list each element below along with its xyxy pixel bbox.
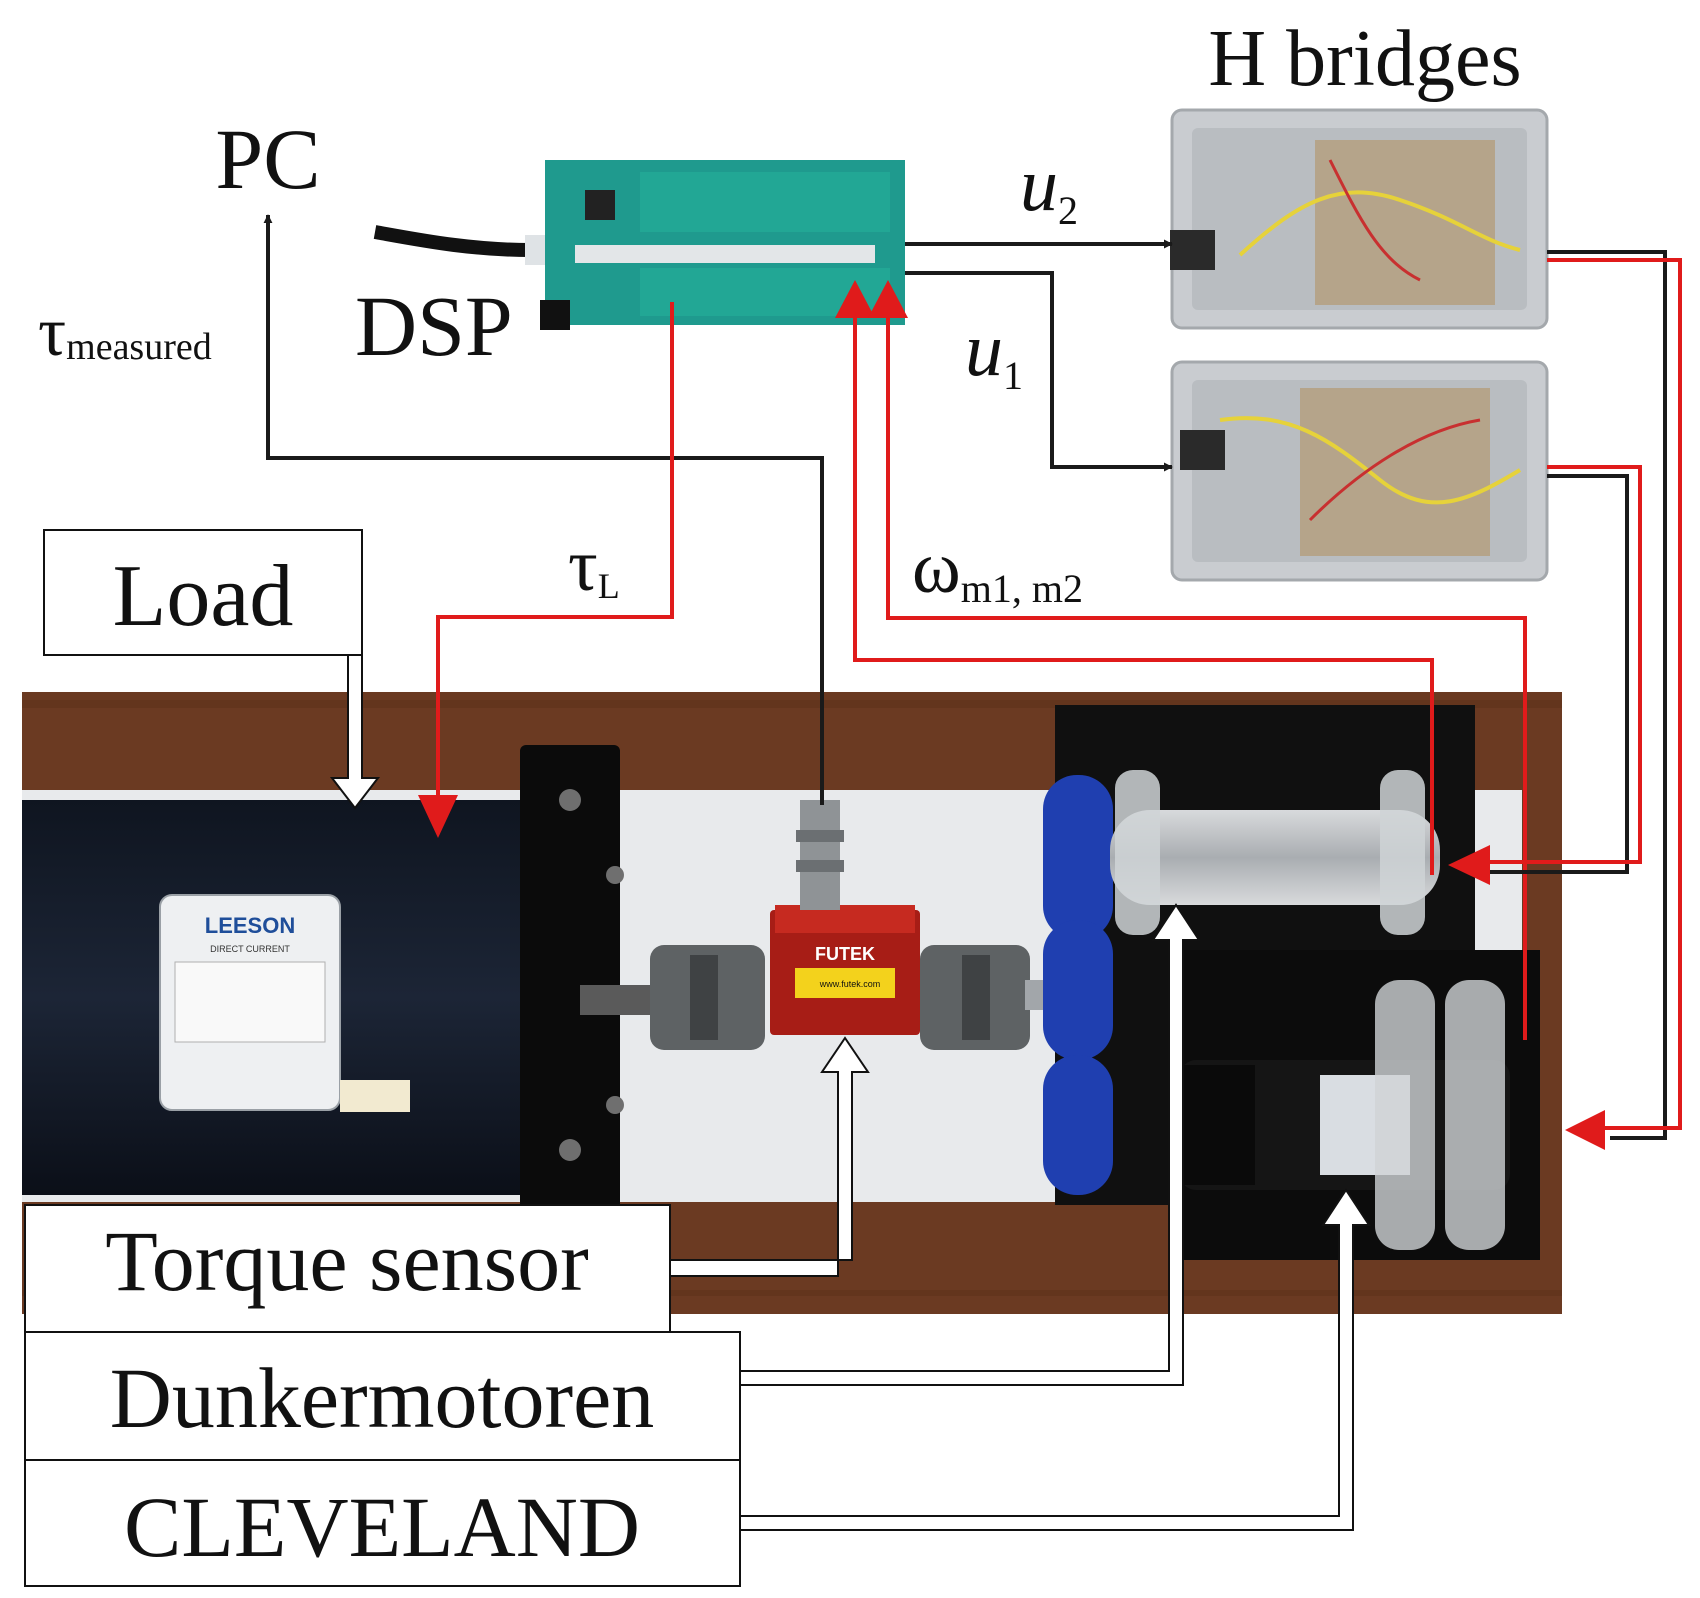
wood-grain-2 xyxy=(22,1290,1562,1296)
h-bridge-pcb xyxy=(1315,140,1495,305)
dsp-header-strip xyxy=(575,245,875,263)
omega-m2-line xyxy=(886,318,1527,1040)
leeson-shaft xyxy=(580,985,660,1015)
h-bridge-wires xyxy=(1238,190,1521,257)
h-bridge-bottom xyxy=(1170,360,1549,582)
tau-l-subscript: L xyxy=(598,566,620,606)
h-bridge-wires-red xyxy=(1328,159,1421,282)
flange-bolt xyxy=(559,1139,581,1161)
u2-symbol: u xyxy=(1020,143,1058,227)
cleveland-clamp-left xyxy=(1375,980,1435,1250)
torque-callout-arrow xyxy=(669,1036,870,1277)
sensor-connector xyxy=(800,800,840,910)
dunkermotoren-label-box xyxy=(24,1331,741,1461)
dunker-motor-body xyxy=(1110,810,1440,905)
hbridge-bottom-power-black xyxy=(1480,474,1629,874)
dsp-label: DSP xyxy=(355,278,513,374)
tau-l-arrowhead xyxy=(418,795,458,838)
leeson-subtitle: DIRECT CURRENT xyxy=(210,944,290,954)
tau-measured-label: τmeasured xyxy=(38,294,212,371)
gear-bottom xyxy=(1043,1055,1113,1195)
flange-bolt xyxy=(559,789,581,811)
h-bridge-wires xyxy=(1219,416,1522,505)
leeson-brand: LEESON xyxy=(205,913,295,938)
tau-l-symbol: τ xyxy=(568,525,598,607)
flange-bolt xyxy=(606,1096,624,1114)
omega-label: ωm1, m2 xyxy=(912,527,1083,611)
leeson-flange xyxy=(520,745,620,1215)
test-bench-photo: LEESON DIRECT CURRENT FUTEK www.futek.co… xyxy=(22,692,1562,1314)
cleveland-clamp-right xyxy=(1445,980,1505,1250)
dunker-power-arrowhead xyxy=(1448,845,1490,885)
nameplate-field xyxy=(174,961,326,1043)
wood-grain-1 xyxy=(22,700,1562,708)
cleveland-power-arrowhead xyxy=(1565,1110,1605,1150)
dunker-callout-arrow xyxy=(739,903,1201,1386)
h-bridges-title: H bridges xyxy=(1208,15,1521,103)
load-label: Load xyxy=(113,548,294,645)
coupling-right-jaw xyxy=(962,955,990,1040)
omega-m1-arrowhead xyxy=(835,280,875,318)
cleveland-endcap xyxy=(1180,1065,1255,1185)
dunkermotoren-label: Dunkermotoren xyxy=(110,1350,655,1446)
dsp-proto-area xyxy=(640,172,890,232)
torque-sensor-top xyxy=(775,905,915,933)
omega-subscript: m1, m2 xyxy=(961,566,1083,611)
u2-label: u2 xyxy=(1020,143,1078,233)
dunker-clamp-right xyxy=(1380,770,1425,935)
sensor-connector-ring xyxy=(796,860,844,872)
coupling-left-jaw xyxy=(690,955,718,1040)
u1-line xyxy=(905,271,1173,472)
tau-measured-symbol: τ xyxy=(38,294,66,371)
h-bridge-terminal xyxy=(1180,430,1225,470)
h-bridge-pcb xyxy=(1300,388,1490,556)
futek-brand: FUTEK xyxy=(815,944,875,964)
load-callout-arrow xyxy=(329,652,381,810)
u1-symbol: u xyxy=(965,308,1003,392)
h-bridge-wires-red xyxy=(1308,418,1481,522)
cleveland-label-box xyxy=(24,1459,741,1587)
dunker-clamp-left xyxy=(1115,770,1160,935)
cleveland-callout-arrow xyxy=(739,1188,1371,1531)
nameplate-sticker xyxy=(340,1080,410,1112)
futek-label-yellow xyxy=(795,968,895,998)
omega-m1-line xyxy=(853,318,1434,875)
flange-bolt xyxy=(606,866,624,884)
h-bridge-top xyxy=(1170,108,1549,330)
sensor-connector-ring xyxy=(796,830,844,842)
u2-subscript: 2 xyxy=(1058,188,1078,233)
dsp-chip xyxy=(585,190,615,220)
tau-l-line xyxy=(436,302,674,815)
gear-top xyxy=(1043,775,1113,940)
omega-m2-arrowhead xyxy=(868,280,908,318)
u1-label: u1 xyxy=(965,308,1023,398)
hbridge-top-power-red xyxy=(1547,258,1682,1130)
u1-subscript: 1 xyxy=(1003,353,1023,398)
usb-cable xyxy=(373,225,531,257)
gear-middle xyxy=(1043,920,1113,1060)
omega-symbol: ω xyxy=(912,527,961,609)
tau-l-label: τL xyxy=(568,525,620,607)
tau-measured-line xyxy=(263,214,824,805)
hbridge-top-power-black xyxy=(1547,250,1667,1140)
load-label-box xyxy=(43,529,363,656)
torque-sensor-label: Torque sensor xyxy=(105,1213,589,1309)
cleveland-label: CLEVELAND xyxy=(124,1479,640,1575)
pc-label: PC xyxy=(215,111,320,207)
h-bridge-terminal xyxy=(1170,230,1215,270)
futek-url: www.futek.com xyxy=(819,979,881,989)
hbridge-bottom-power-red xyxy=(1480,465,1642,864)
tau-measured-subscript: measured xyxy=(66,326,212,368)
power-jack xyxy=(540,300,570,330)
